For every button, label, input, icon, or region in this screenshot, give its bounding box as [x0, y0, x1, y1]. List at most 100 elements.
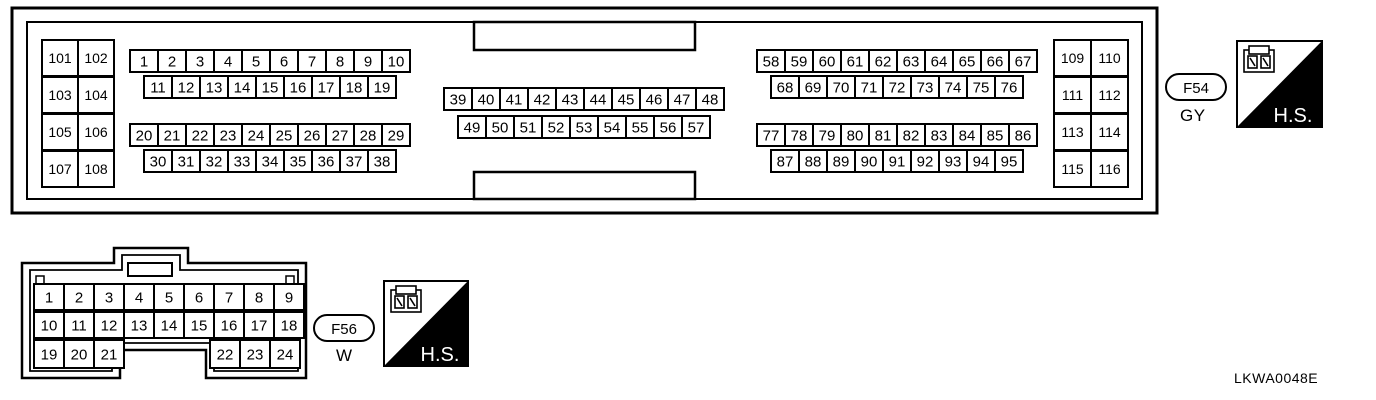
pin-19: 19: [367, 75, 397, 99]
connector-f54-housing: [10, 6, 1159, 215]
pin-29: 29: [381, 123, 411, 147]
pin-label: 71: [861, 79, 878, 96]
pin-label: 116: [1098, 161, 1121, 177]
pin-7: 7: [213, 283, 245, 311]
pin-62: 62: [868, 49, 898, 73]
pin-45: 45: [611, 87, 641, 111]
pin-116: 116: [1090, 150, 1129, 188]
pin-79: 79: [812, 123, 842, 147]
pin-56: 56: [653, 115, 683, 139]
pin-24: 24: [241, 123, 271, 147]
pin-label: 7: [308, 53, 316, 70]
pin-11: 11: [63, 311, 95, 339]
pin-2: 2: [63, 283, 95, 311]
pin-label: 17: [251, 317, 268, 334]
pin-92: 92: [910, 149, 940, 173]
pin-32: 32: [199, 149, 229, 173]
pin-93: 93: [938, 149, 968, 173]
pin-label: 62: [875, 53, 892, 70]
pin-91: 91: [882, 149, 912, 173]
pin-109: 109: [1053, 39, 1092, 77]
pin-label: 56: [660, 119, 677, 136]
pin-label: 19: [41, 346, 58, 363]
pin-label: 44: [590, 91, 607, 108]
pin-34: 34: [255, 149, 285, 173]
pin-6: 6: [269, 49, 299, 73]
pin-label: 66: [987, 53, 1004, 70]
pin-label: 15: [262, 79, 279, 96]
pin-label: 50: [492, 119, 509, 136]
pin-33: 33: [227, 149, 257, 173]
pin-label: 13: [206, 79, 223, 96]
pin-label: 93: [945, 153, 962, 170]
pin-16: 16: [283, 75, 313, 99]
pin-label: 81: [875, 127, 892, 144]
pin-66: 66: [980, 49, 1010, 73]
pin-label: 113: [1061, 124, 1084, 140]
pin-label: 107: [48, 161, 72, 177]
pin-label: 108: [84, 161, 108, 177]
pin-label: 12: [101, 317, 118, 334]
connector-f56-id: F56: [331, 321, 357, 338]
pin-23: 23: [213, 123, 243, 147]
connector-f54-id-tag: F54: [1165, 73, 1227, 101]
pin-3: 3: [93, 283, 125, 311]
pin-36: 36: [311, 149, 341, 173]
pin-label: 35: [290, 153, 307, 170]
pin-15: 15: [183, 311, 215, 339]
pin-label: 1: [45, 289, 53, 306]
pin-label: 86: [1015, 127, 1032, 144]
pin-58: 58: [756, 49, 786, 73]
pin-label: 23: [247, 346, 264, 363]
pin-65: 65: [952, 49, 982, 73]
pin-40: 40: [471, 87, 501, 111]
pin-label: 11: [150, 79, 166, 96]
pin-95: 95: [994, 149, 1024, 173]
pin-24: 24: [269, 339, 301, 369]
pin-9: 9: [353, 49, 383, 73]
pin-label: 9: [364, 53, 372, 70]
pin-74: 74: [938, 75, 968, 99]
pin-18: 18: [339, 75, 369, 99]
pin-73: 73: [910, 75, 940, 99]
pin-67: 67: [1008, 49, 1038, 73]
pin-label: 4: [224, 53, 232, 70]
pin-label: 5: [165, 289, 173, 306]
pin-label: 69: [805, 79, 822, 96]
pin-46: 46: [639, 87, 669, 111]
pin-3: 3: [185, 49, 215, 73]
pin-103: 103: [41, 76, 79, 114]
pin-54: 54: [597, 115, 627, 139]
pin-72: 72: [882, 75, 912, 99]
pin-83: 83: [924, 123, 954, 147]
hs-badge-f56-label: H.S.: [421, 344, 460, 366]
pin-label: 18: [281, 317, 298, 334]
pin-label: 85: [987, 127, 1004, 144]
pin-37: 37: [339, 149, 369, 173]
pin-label: 51: [520, 119, 537, 136]
pin-10: 10: [381, 49, 411, 73]
pin-112: 112: [1090, 76, 1129, 114]
pin-label: 3: [105, 289, 113, 306]
pin-39: 39: [443, 87, 473, 111]
pin-label: 16: [290, 79, 307, 96]
pin-label: 68: [777, 79, 794, 96]
pin-label: 24: [277, 346, 294, 363]
pin-70: 70: [826, 75, 856, 99]
pin-44: 44: [583, 87, 613, 111]
pin-15: 15: [255, 75, 285, 99]
pin-label: 79: [819, 127, 836, 144]
pin-31: 31: [171, 149, 201, 173]
pin-label: 76: [1001, 79, 1018, 96]
pin-label: 37: [346, 153, 363, 170]
pin-label: 10: [388, 53, 405, 70]
pin-47: 47: [667, 87, 697, 111]
figure-code: LKWA0048E: [1234, 370, 1319, 386]
pin-label: 65: [959, 53, 976, 70]
pin-label: 103: [48, 87, 72, 103]
pin-8: 8: [325, 49, 355, 73]
pin-111: 111: [1053, 76, 1092, 114]
pin-label: 16: [221, 317, 238, 334]
pin-7: 7: [297, 49, 327, 73]
